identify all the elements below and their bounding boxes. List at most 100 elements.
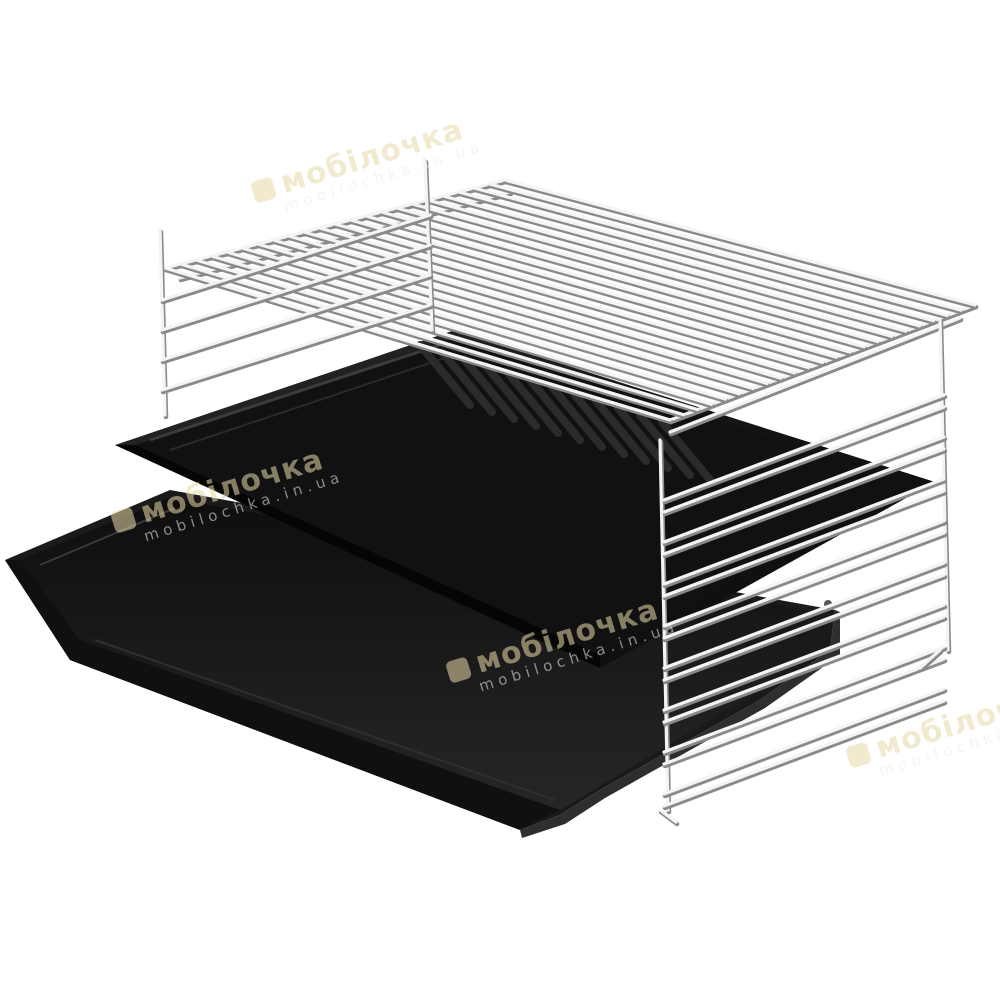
- rack-grid-bar-shadow: [411, 203, 896, 341]
- tray-slot: [548, 383, 606, 451]
- rack-grid-bar: [317, 226, 811, 370]
- rack-frame-inner-front-shadow: [668, 317, 964, 437]
- right-ladder-rung-lower-shadow: [662, 448, 948, 559]
- rack-grid-bar: [225, 250, 728, 401]
- rack-grid-bar: [256, 242, 755, 391]
- rack-grid-bar-shadow: [441, 195, 923, 331]
- left-ladder-rung-shadow: [160, 214, 434, 305]
- rack-grid-bar-shadow: [426, 199, 909, 336]
- right-ladder-rung: [662, 645, 946, 754]
- rack-grid-bar: [209, 254, 714, 406]
- rack-grid-bar-shadow: [210, 255, 715, 409]
- tray-slot: [460, 355, 518, 423]
- rack-hook: [658, 808, 678, 824]
- rack-frame-inner-front: [668, 316, 962, 434]
- right-ladder-rung: [662, 603, 946, 712]
- right-ladder-rung-lower: [662, 699, 946, 808]
- right-ladder-rung-lower: [662, 405, 946, 514]
- right-ladder-rung-lower: [662, 531, 946, 640]
- right-ladder-rung-lower: [662, 489, 946, 598]
- rack-grid-bar-shadow: [256, 243, 757, 393]
- right-ladder-rung-lower-shadow: [662, 658, 948, 769]
- rack-grid-bar: [487, 182, 963, 312]
- left-ladder-rung-shadow: [160, 304, 434, 395]
- tray-slot: [570, 390, 628, 458]
- right-ladder-post-back: [938, 318, 950, 652]
- right-ladder-rung-lower: [662, 615, 946, 724]
- rack-grid-bar-shadow: [241, 247, 743, 399]
- rack-grid-bar-shadow: [472, 187, 951, 320]
- tray-slot: [592, 397, 650, 465]
- tray-slot: [526, 376, 584, 444]
- tray-slot: [416, 341, 474, 409]
- left-ladder-rung: [160, 213, 432, 302]
- right-ladder-rung-lower-shadow: [662, 406, 948, 517]
- rack-grid-bar: [503, 178, 977, 307]
- left-ladder-rung: [160, 243, 432, 332]
- rack-grid-bar: [271, 238, 769, 386]
- right-ladder-rung-lower-shadow: [662, 700, 948, 811]
- rack-grid-bar-shadow: [395, 207, 882, 346]
- rack-grid-bar: [302, 230, 797, 375]
- right-ladder-rung-lower: [662, 447, 946, 556]
- rack-grid-bar: [441, 194, 922, 328]
- right-ladder-rung: [662, 477, 946, 586]
- right-ladder-rung-shadow: [662, 562, 948, 673]
- left-ladder-rung-shadow: [160, 274, 434, 365]
- rack-grid-bar: [178, 262, 686, 417]
- rack-hook: [918, 648, 942, 670]
- right-ladder-rung-lower-shadow: [662, 574, 948, 685]
- rack-grid-bar: [426, 198, 908, 333]
- rack-grid-bar-shadow: [163, 267, 674, 425]
- rack-grid-bar-shadow: [287, 235, 785, 383]
- rack-grid-bar-shadow: [194, 259, 701, 414]
- rack-grid-bar: [395, 206, 880, 344]
- rack-grid-bar-shadow: [380, 211, 868, 352]
- rack-grid-bar: [379, 210, 866, 349]
- left-ladder-rung-shadow: [160, 244, 434, 335]
- rack-grid-bar: [240, 246, 741, 396]
- right-ladder-rung: [662, 393, 946, 502]
- right-ladder-rung-shadow: [662, 520, 948, 631]
- rack-grid-bar: [364, 214, 852, 354]
- right-ladder-rung-lower: [662, 657, 946, 766]
- right-ladder-rung: [662, 687, 946, 796]
- right-ladder-rung-shadow: [662, 646, 948, 757]
- rack-grid-bar-shadow: [349, 219, 840, 362]
- right-ladder-rung-lower-shadow: [662, 532, 948, 643]
- rack-grid-bar: [333, 222, 825, 365]
- right-ladder-rung-shadow: [662, 604, 948, 715]
- tray-slot: [504, 369, 562, 437]
- tray-slot: [636, 411, 694, 479]
- rack-grid-bar: [287, 234, 783, 380]
- right-ladder-rung-shadow: [662, 394, 948, 505]
- rack-grid-bar: [163, 266, 672, 422]
- tray-grill-slots: [416, 341, 716, 486]
- right-ladder-rung: [662, 519, 946, 628]
- rack-grid-bar-shadow: [488, 183, 965, 315]
- right-ladder-rung: [662, 561, 946, 670]
- right-ladder-rung-shadow: [662, 688, 948, 799]
- tray-slot: [482, 362, 540, 430]
- right-ladder-rung-lower: [662, 573, 946, 682]
- left-ladder-rung: [160, 273, 432, 362]
- left-ladder-rung: [160, 303, 432, 392]
- right-ladder-rung: [662, 435, 946, 544]
- rack-grid-bar-shadow: [225, 251, 729, 404]
- right-ladder-rung-shadow: [662, 478, 948, 589]
- rack-hook-shadow: [918, 649, 944, 673]
- rack-grid-bar-shadow: [457, 191, 937, 325]
- rack-grid-bar: [457, 190, 936, 323]
- rack-grid-bar: [410, 202, 894, 338]
- right-ladder-rung-lower-shadow: [662, 490, 948, 601]
- rack-grid-bar: [472, 186, 949, 318]
- wire-shelf-rack: [158, 158, 979, 827]
- right-ladder-rung-shadow: [662, 436, 948, 547]
- rack-grid-bar-shadow: [364, 215, 854, 357]
- rack-grid-bar-shadow: [271, 239, 771, 388]
- rack-grid-bar-shadow: [503, 179, 979, 310]
- left-ladder-post-back: [158, 228, 167, 417]
- rack-grid-bar-shadow: [179, 263, 688, 420]
- rack-grid-bar: [194, 258, 700, 412]
